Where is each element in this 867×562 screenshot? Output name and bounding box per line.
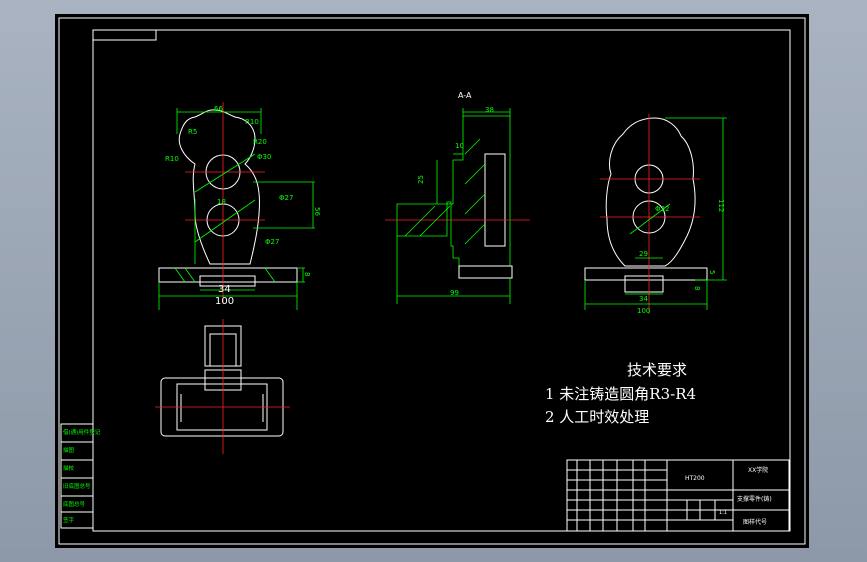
dim-r10-left: R10	[165, 155, 179, 163]
dim-25: 25	[417, 175, 425, 184]
dim-66: 66	[214, 105, 223, 113]
dim-112: 112	[717, 199, 725, 212]
tech-req-item-2: 2 人工时效处理	[545, 408, 649, 426]
title-school: XX学院	[748, 466, 768, 474]
dim-100: 100	[215, 296, 234, 307]
strip-label-0: 借(通)用件登记	[63, 428, 101, 436]
tech-req-title: 技术要求	[627, 361, 687, 379]
dim-phi27-bot: Φ27	[265, 238, 279, 246]
dim-8: 8	[303, 272, 311, 276]
strip-label-5: 签字	[63, 516, 75, 524]
dim-r20: R20	[253, 138, 267, 146]
outer-border	[58, 17, 806, 545]
strip-label-4: 底图总号	[63, 500, 86, 508]
dim-side-100: 100	[637, 307, 650, 315]
drawing-sheet: 66 R5 R10 R20 R10 Φ30 Φ27 18 Φ27 56 34 1…	[55, 14, 809, 548]
corner-box	[92, 29, 157, 41]
dim-29: 29	[639, 250, 648, 258]
title-drawing-no: 图样代号	[743, 518, 767, 526]
title-part-name: 支撑零件(铸)	[737, 495, 772, 503]
dim-phi30: Φ30	[257, 153, 271, 161]
title-scale: 1:1	[719, 510, 727, 516]
dim-99: 99	[450, 289, 459, 297]
strip-label-3: 旧底图总号	[63, 482, 91, 490]
title-material: HT200	[685, 475, 705, 482]
inner-border	[92, 29, 791, 532]
tech-requirements: 技术要求 1 未注铸造圆角R3-R4 2 人工时效处理	[545, 361, 696, 426]
strip-label-2: 描校	[63, 464, 75, 472]
dim-phi32: Φ32	[655, 205, 669, 213]
dim-phi27-top: Φ27	[279, 194, 293, 202]
title-block: HT200 XX学院 支撑零件(铸) 图样代号 1:1	[566, 459, 790, 532]
cad-drawing: 66 R5 R10 R20 R10 Φ30 Φ27 18 Φ27 56 34 1…	[58, 17, 806, 545]
dim-34: 34	[218, 284, 231, 295]
dim-r10-top: R10	[245, 118, 259, 126]
dim-r5: R5	[188, 128, 197, 136]
dim-10: 10	[455, 142, 464, 150]
dim-18: 18	[217, 198, 226, 206]
top-view	[155, 319, 290, 454]
left-strip: 借(通)用件登记 描图 描校 旧底图总号 底图总号 签字	[60, 423, 101, 529]
dim-56: 56	[313, 207, 321, 216]
section-label: A-A	[458, 91, 472, 100]
section-view: A-A 38 10 25 99	[385, 91, 530, 304]
strip-label-1: 描图	[63, 446, 75, 454]
dim-side-34: 34	[639, 295, 648, 303]
dim-side-8: 8	[693, 286, 701, 290]
side-view: Φ32 29 112 34 100 8 5	[584, 114, 727, 315]
front-view: 66 R5 R10 R20 R10 Φ30 Φ27 18 Φ27 56 34 1…	[158, 102, 321, 310]
tech-req-item-1: 1 未注铸造圆角R3-R4	[545, 385, 696, 403]
dim-side-5: 5	[708, 270, 716, 274]
dim-38: 38	[485, 106, 494, 114]
